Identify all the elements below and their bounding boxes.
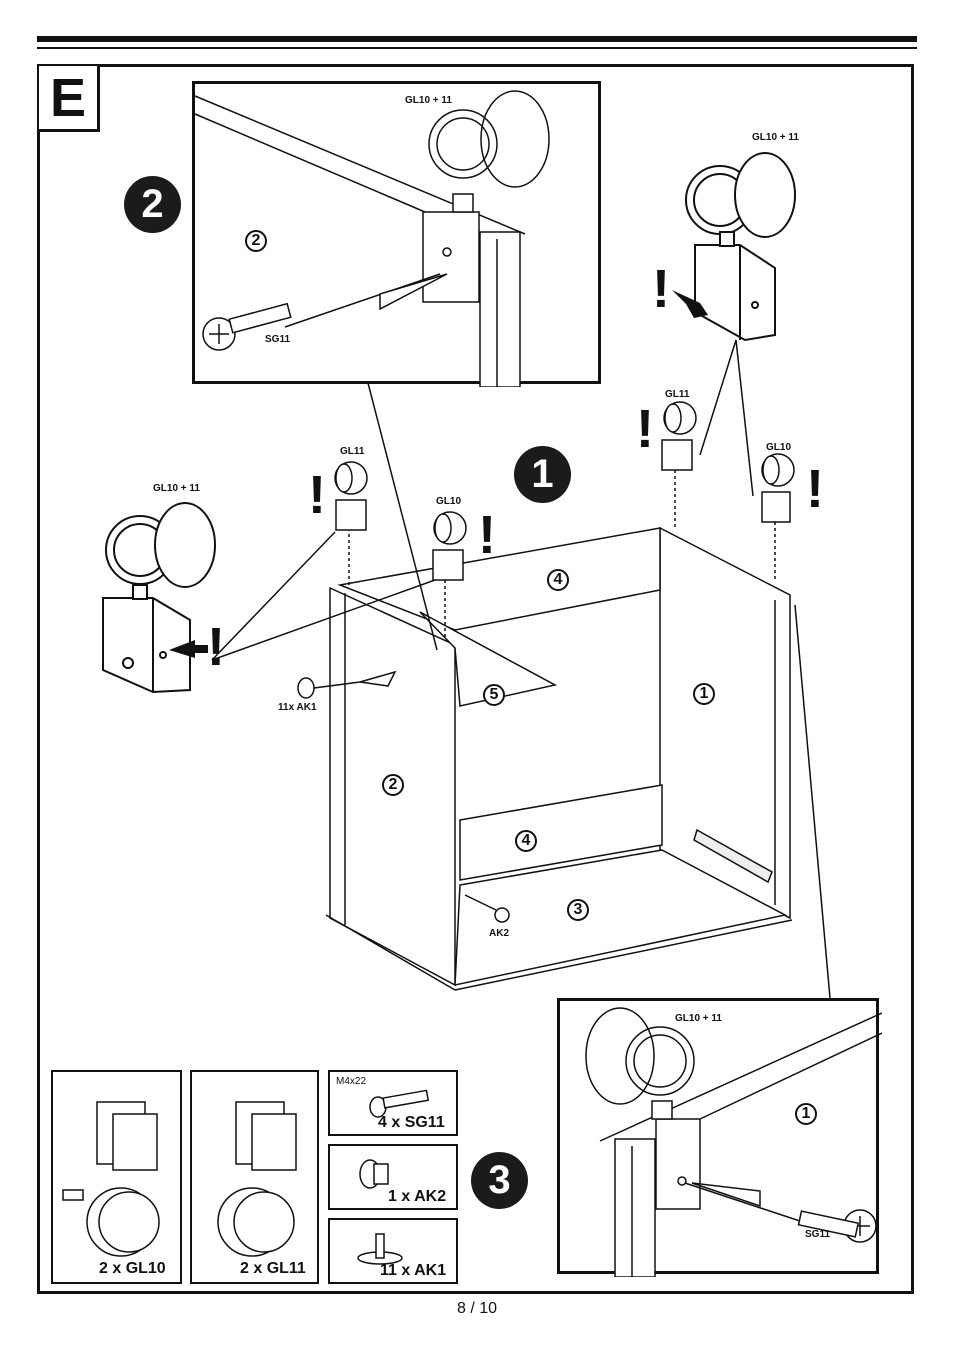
side-panel-1 bbox=[659, 526, 791, 920]
part-number-2: 2 bbox=[382, 774, 404, 796]
label-ak2: AK2 bbox=[489, 928, 510, 939]
lower-rail-4 bbox=[459, 784, 663, 881]
detail-inset-bottom: GL10 + 11 1 SG11 bbox=[557, 998, 882, 1277]
parts-box-ak2: 1 x AK2 bbox=[328, 1144, 458, 1210]
parts-qty-gl10: 2 x GL10 bbox=[99, 1260, 166, 1277]
part-number-5: 5 bbox=[483, 684, 505, 706]
drawer-runner bbox=[693, 828, 773, 884]
label-gl11-right: GL11 bbox=[665, 389, 690, 400]
label-sg11-top: SG11 bbox=[265, 334, 291, 345]
parts-qty-sg11: 4 x SG11 bbox=[378, 1114, 445, 1131]
part-number-2-inset: 2 bbox=[245, 230, 267, 252]
top-rail-4 bbox=[337, 527, 661, 631]
parts-box-sg11: M4x22 4 x SG11 bbox=[328, 1070, 458, 1136]
label-gl10-11-top: GL10 + 11 bbox=[405, 95, 452, 106]
label-gl10-11-bottom: GL10 + 11 bbox=[675, 1013, 722, 1024]
parts-qty-ak1: 11 x AK1 bbox=[380, 1262, 447, 1279]
label-gl11-left: GL11 bbox=[340, 446, 365, 457]
parts-box-ak1: 11 x AK1 bbox=[328, 1218, 458, 1284]
bottom-3 bbox=[454, 849, 788, 986]
step-number-1: 1 bbox=[514, 446, 571, 503]
caster-detail-top-right bbox=[685, 152, 796, 342]
warning-mark-top-right: ! bbox=[652, 259, 670, 319]
parts-qty-gl11: 2 x GL11 bbox=[240, 1260, 306, 1277]
part-number-4-bottom: 4 bbox=[515, 830, 537, 852]
warning-mark-gl10-mid: ! bbox=[478, 505, 496, 565]
instruction-frame bbox=[37, 64, 914, 1294]
parts-qty-ak2: 1 x AK2 bbox=[388, 1188, 447, 1205]
label-ak1: 11x AK1 bbox=[278, 702, 317, 713]
detail-inset-top: GL10 + 11 2 SG11 bbox=[192, 81, 601, 387]
parts-size-sg11: M4x22 bbox=[336, 1076, 367, 1087]
label-gl10-right: GL10 bbox=[766, 442, 792, 453]
page-number: 8 / 10 bbox=[456, 1300, 498, 1317]
part-number-1: 1 bbox=[693, 683, 715, 705]
part-number-1-inset: 1 bbox=[795, 1103, 817, 1125]
step-number-3: 3 bbox=[471, 1152, 528, 1209]
label-gl10-11-left: GL10 + 11 bbox=[153, 483, 200, 494]
part-number-4-top: 4 bbox=[547, 569, 569, 591]
label-gl10-mid: GL10 bbox=[436, 496, 462, 507]
warning-mark-gl11-right: ! bbox=[636, 399, 654, 459]
header-rule-thick bbox=[37, 36, 917, 42]
step-letter: E bbox=[39, 66, 100, 132]
warning-mark-gl10-right: ! bbox=[806, 459, 824, 519]
parts-box-gl10: 2 x GL10 bbox=[51, 1070, 182, 1284]
step-number-2: 2 bbox=[124, 176, 181, 233]
caster-detail-left bbox=[102, 502, 216, 694]
label-gl10-11-right: GL10 + 11 bbox=[752, 132, 799, 143]
warning-mark-left-caster: ! bbox=[207, 617, 225, 677]
warning-mark-gl11-left: ! bbox=[308, 465, 326, 525]
label-sg11-bottom: SG11 bbox=[805, 1229, 831, 1240]
header-rule-thin bbox=[37, 47, 917, 49]
parts-box-gl11: 2 x GL11 bbox=[190, 1070, 319, 1284]
shelf-5 bbox=[419, 611, 558, 707]
part-number-3: 3 bbox=[567, 899, 589, 921]
